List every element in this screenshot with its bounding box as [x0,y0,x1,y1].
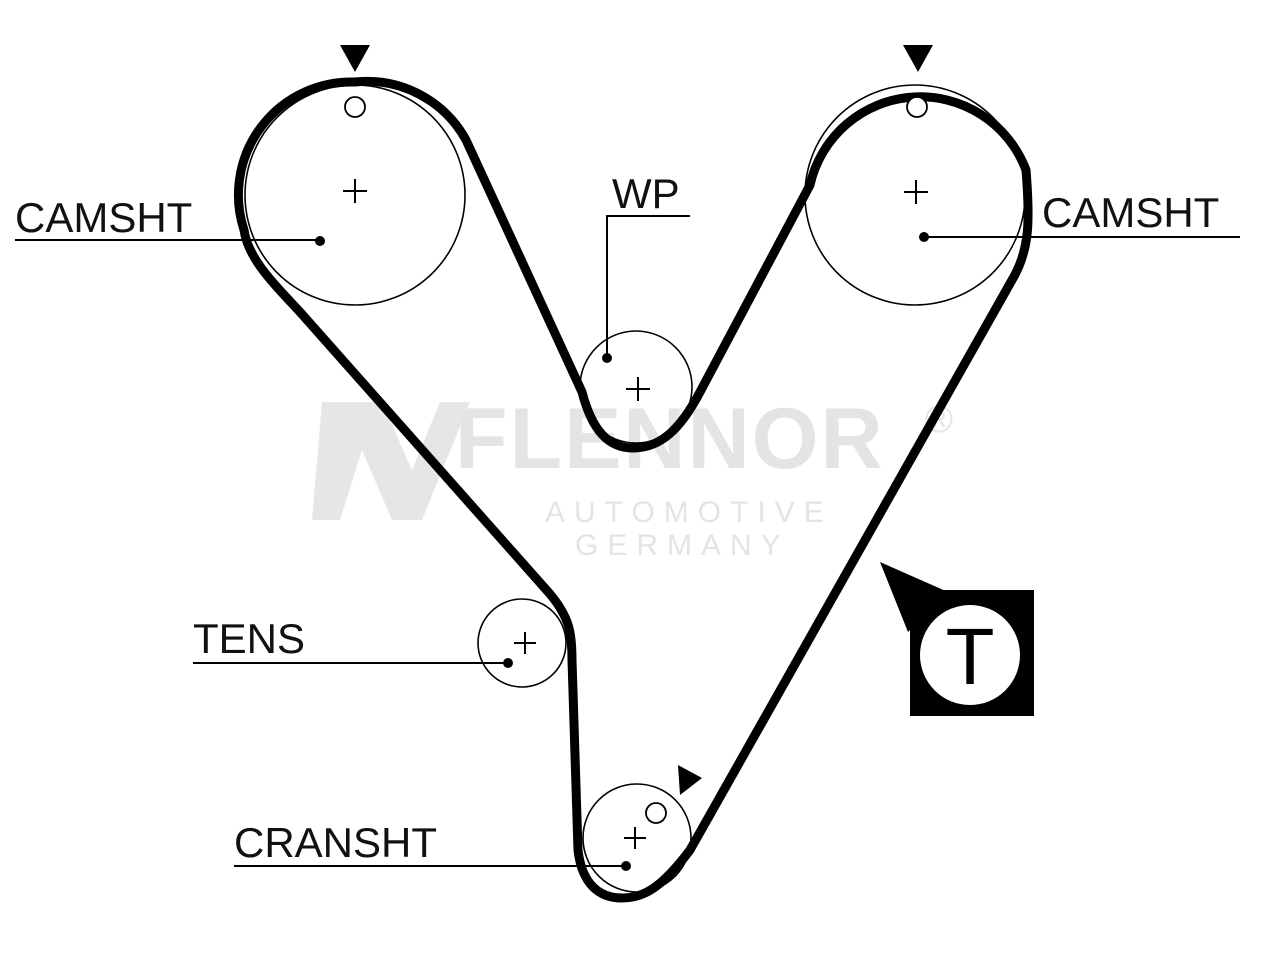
water-pump-leader [602,215,690,363]
timing-hole-icon [906,96,928,118]
left-camshaft-center-cross [343,179,367,203]
water-pump-center-cross [626,377,650,401]
tension-badge: T [880,562,1034,716]
label-camshaft-left: CAMSHT [15,194,192,241]
crankshaft-leader [234,861,631,871]
watermark: FLENNOR ® AUTOMOTIVE GERMANY [312,391,953,562]
left-camshaft-timing-mark [340,45,370,118]
timing-hole-icon [645,802,667,824]
badge-letter: T [946,612,995,701]
right-camshaft-center-cross [904,180,928,204]
timing-hole-icon [344,96,366,118]
crankshaft-center-cross [624,827,646,849]
right-camshaft-leader [919,232,1240,242]
tensioner-pulley [477,598,567,688]
timing-belt [233,76,1033,903]
tensioner-center-cross [514,632,536,654]
watermark-line2: GERMANY [575,529,790,562]
right-camshaft-timing-mark [903,45,933,118]
badge-circle [920,605,1020,705]
watermark-line1: AUTOMOTIVE [545,496,833,529]
label-water-pump: WP [612,170,680,217]
crankshaft-timing-mark [645,765,702,824]
timing-arrow-icon [678,765,702,795]
timing-arrow-icon [340,45,370,72]
tensioner-leader [193,658,513,668]
label-camshaft-right: CAMSHT [1042,189,1219,236]
left-camshaft-leader [15,236,325,246]
timing-arrow-icon [903,45,933,72]
watermark-logo-mark [312,402,470,520]
label-tensioner: TENS [193,615,305,662]
label-crankshaft: CRANSHT [234,819,437,866]
